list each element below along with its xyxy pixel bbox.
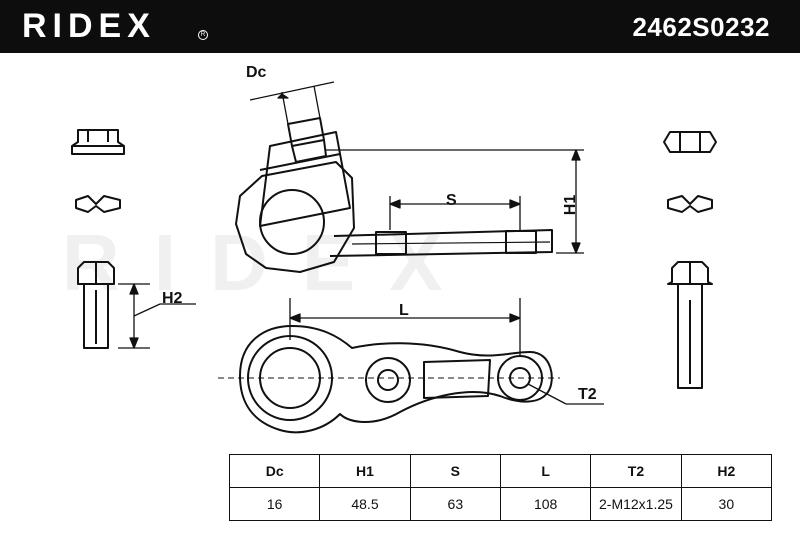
header-l: L	[499, 454, 592, 488]
value-t2: 2-M12x1.25	[590, 487, 682, 521]
value-h1: 48.5	[319, 487, 411, 521]
s-dimension	[389, 196, 521, 230]
value-dc: 16	[228, 487, 321, 521]
header-dc: Dc	[228, 454, 321, 488]
label-h1: H1	[562, 194, 580, 216]
header-h2: H2	[680, 454, 773, 488]
watermark-logo: RIDEX	[62, 218, 477, 307]
label-h2: H2	[162, 290, 183, 307]
label-s: S	[446, 192, 457, 209]
label-t2: T2	[578, 386, 597, 403]
washer-left-icon	[75, 195, 121, 213]
header-bar: RIDEX R 2462S0232	[0, 0, 800, 53]
specs-value-row: 16 48.5 63 108 2-M12x1.25 30	[228, 487, 773, 521]
value-l: 108	[499, 487, 592, 521]
bolt-left-icon	[77, 261, 115, 349]
value-h2: 30	[680, 487, 773, 521]
h1-dimension	[326, 149, 584, 254]
specs-table: Dc H1 S L T2 H2 16 48.5 63 108 2-M12x1.2…	[228, 454, 773, 521]
registered-mark-icon: R	[198, 30, 208, 40]
dc-dimension	[249, 81, 335, 125]
label-l: L	[399, 302, 409, 319]
header-s: S	[409, 454, 501, 488]
h2-dimension	[118, 283, 196, 349]
brand-logo: RIDEX	[22, 7, 156, 45]
label-dc: Dc	[246, 64, 267, 81]
bolt-right-icon	[667, 261, 713, 389]
specs-header-row: Dc H1 S L T2 H2	[228, 454, 773, 488]
l-dimension	[289, 298, 521, 356]
value-s: 63	[409, 487, 501, 521]
ball-joint-side-view	[235, 117, 553, 273]
header-h1: H1	[319, 454, 411, 488]
ball-joint-top-view	[218, 325, 560, 434]
technical-drawing	[71, 81, 717, 434]
nut-right-icon	[663, 131, 717, 153]
part-number: 2462S0232	[632, 12, 770, 42]
t2-leader	[527, 383, 604, 405]
flange-nut-left-icon	[71, 129, 125, 155]
header-t2: T2	[590, 454, 682, 488]
washer-right-icon	[667, 195, 713, 213]
